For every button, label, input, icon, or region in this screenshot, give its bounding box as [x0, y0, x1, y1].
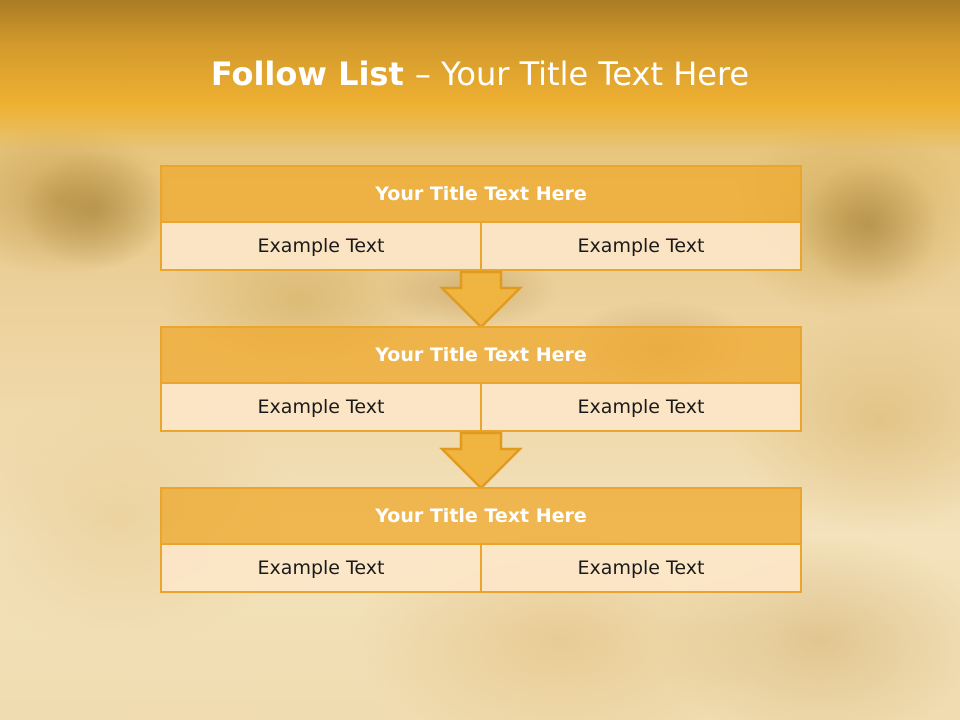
step-cell-left: Example Text — [162, 223, 480, 269]
down-arrow-icon — [438, 431, 524, 490]
step-block-2: Your Title Text Here Example Text Exampl… — [160, 326, 802, 432]
slide-title: Follow List – Your Title Text Here — [0, 55, 960, 93]
step-cell-left: Example Text — [162, 384, 480, 430]
down-arrow-icon — [438, 270, 524, 329]
step-cell-right: Example Text — [480, 384, 800, 430]
step-row: Example Text Example Text — [162, 384, 800, 430]
step-row: Example Text Example Text — [162, 223, 800, 269]
step-row: Example Text Example Text — [162, 545, 800, 591]
header-bar — [0, 0, 960, 150]
title-bold: Follow List — [210, 55, 415, 93]
title-rest: – Your Title Text Here — [414, 55, 750, 93]
step-title: Your Title Text Here — [162, 489, 800, 545]
step-cell-right: Example Text — [480, 545, 800, 591]
step-title: Your Title Text Here — [162, 167, 800, 223]
step-title: Your Title Text Here — [162, 328, 800, 384]
step-block-1: Your Title Text Here Example Text Exampl… — [160, 165, 802, 271]
step-cell-right: Example Text — [480, 223, 800, 269]
step-block-3: Your Title Text Here Example Text Exampl… — [160, 487, 802, 593]
step-cell-left: Example Text — [162, 545, 480, 591]
